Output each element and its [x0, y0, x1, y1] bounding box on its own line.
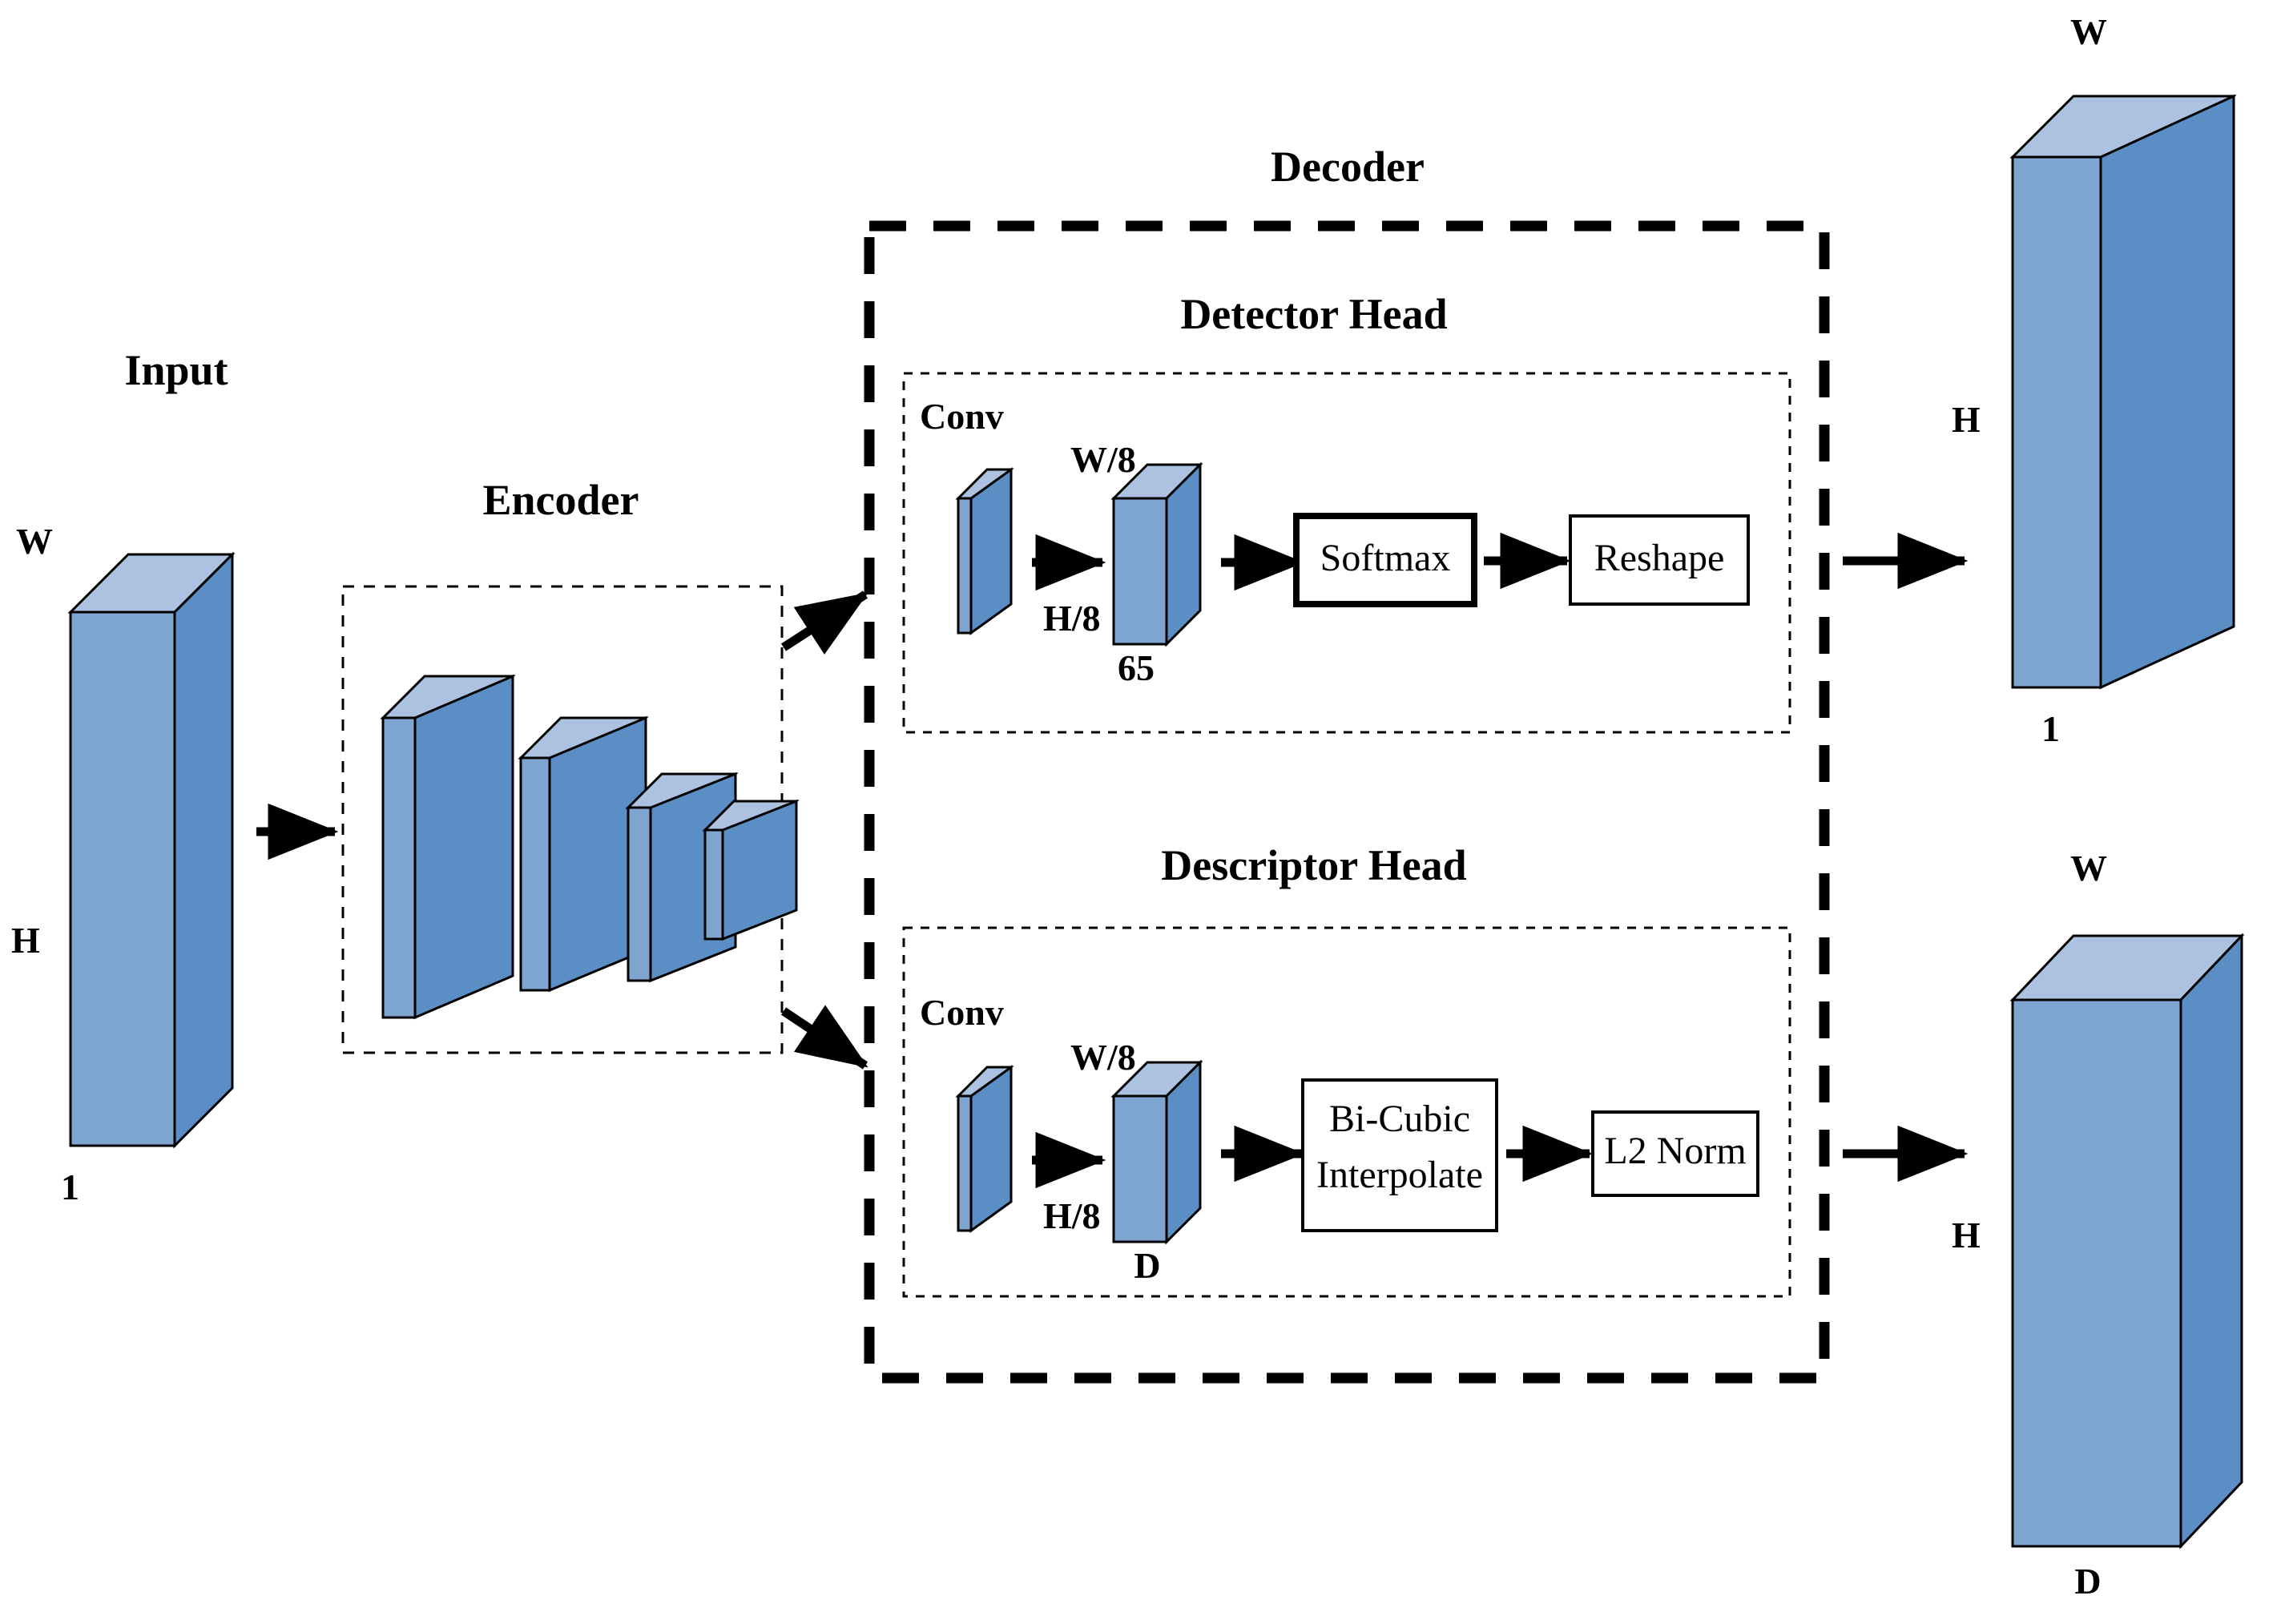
descriptor-tensor-label-w: W/8 — [1070, 1037, 1136, 1078]
detector-tensor-label-w: W/8 — [1070, 439, 1136, 480]
input-block-front-face — [173, 551, 234, 1149]
bicubic-interpolate-box-border[interactable] — [1301, 1078, 1498, 1232]
output-descriptor-label-depth: D — [2074, 1561, 2102, 1602]
descriptor-conv-block — [955, 1065, 1014, 1233]
output-descriptor-block-3d — [2009, 933, 2245, 1549]
encoder-block-2 — [518, 715, 649, 993]
input-title: Input — [124, 346, 228, 394]
encoder-block-4 — [702, 799, 800, 941]
descriptor-conv-label: Conv — [920, 992, 1004, 1033]
descriptor-tensor-label-h: H/8 — [1043, 1195, 1101, 1236]
softmax-box-border[interactable] — [1293, 513, 1477, 607]
output-descriptor-label-h: H — [1952, 1215, 1981, 1255]
arrow-encoder-to-detector-head — [781, 590, 868, 655]
output-detector-label-w: W — [2070, 11, 2107, 52]
output-descriptor-label-w: W — [2070, 848, 2107, 889]
l2-norm-box-border[interactable] — [1591, 1110, 1759, 1197]
detector-tensor-label-h: H/8 — [1043, 598, 1101, 639]
bicubic-interpolate-label-line2[interactable]: Interpolate — [1316, 1154, 1483, 1196]
input-block-3d — [67, 551, 236, 1149]
input-label-depth: 1 — [61, 1167, 79, 1207]
output-detector-label-depth: 1 — [2041, 708, 2060, 749]
input-label-w: W — [16, 521, 53, 562]
detector-conv-label: Conv — [920, 396, 1004, 437]
output-detector-block-3d — [2009, 94, 2237, 690]
softmax-label[interactable]: Softmax — [1320, 537, 1451, 579]
encoder-block-1 — [380, 674, 516, 1020]
input-block-left-face — [69, 611, 176, 1147]
descriptor-head-title: Descriptor Head — [1161, 841, 1467, 889]
input-label-h: H — [11, 920, 40, 961]
decoder-title: Decoder — [1271, 143, 1425, 191]
reshape-box-border[interactable] — [1569, 514, 1750, 606]
descriptor-head-border — [902, 926, 1791, 1298]
detector-tensor-label-depth: 65 — [1118, 647, 1155, 688]
reshape-label[interactable]: Reshape — [1594, 537, 1725, 579]
detector-conv-block — [955, 467, 1014, 635]
decoder-container-border — [864, 220, 1830, 1384]
bicubic-interpolate-label-line1[interactable]: Bi-Cubic — [1329, 1098, 1470, 1140]
detector-head-border — [902, 372, 1791, 734]
descriptor-tensor-label-depth: D — [1134, 1245, 1161, 1286]
output-detector-label-h: H — [1952, 399, 1981, 440]
arrow-encoder-to-descriptor-head — [780, 1005, 868, 1070]
l2-norm-label[interactable]: L2 Norm — [1604, 1130, 1747, 1172]
detector-head-title: Detector Head — [1180, 290, 1448, 338]
detector-tensor-block — [1110, 461, 1203, 647]
encoder-title: Encoder — [482, 476, 639, 524]
descriptor-tensor-block — [1110, 1059, 1203, 1245]
